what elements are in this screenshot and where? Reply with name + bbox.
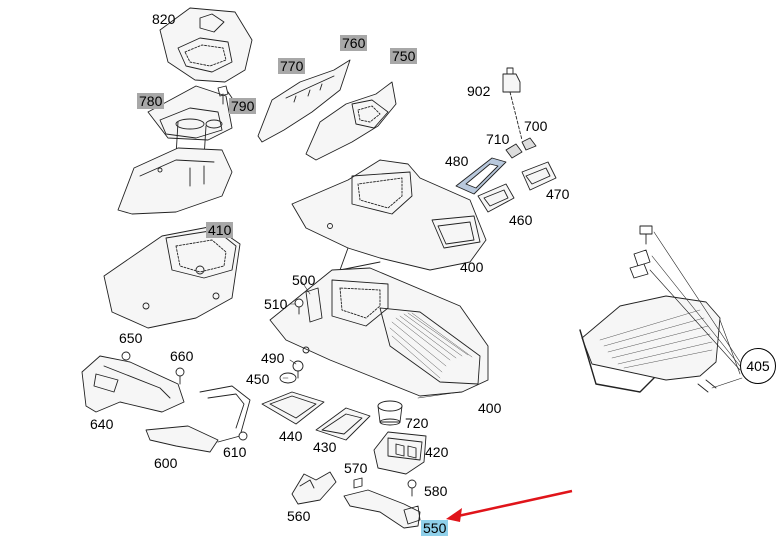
part-820-shape (159, 7, 253, 83)
part-470-shape (521, 161, 557, 191)
part-500-shape (305, 287, 323, 323)
part-410-shape (103, 225, 241, 329)
part-650-shape (121, 351, 131, 361)
part-430-shape (315, 407, 371, 441)
part-710-shape (505, 143, 523, 159)
label-580[interactable]: 580 (424, 483, 448, 499)
label-650[interactable]: 650 (119, 330, 143, 346)
label-700[interactable]: 700 (524, 118, 548, 134)
part-420-shape (373, 431, 427, 475)
part-600-shape (145, 385, 251, 453)
pointer-arrow (446, 489, 573, 522)
label-560[interactable]: 560 (287, 508, 311, 524)
label-640[interactable]: 640 (90, 416, 114, 432)
part-902-shape (502, 67, 523, 141)
label-610[interactable]: 610 (223, 444, 247, 460)
label-780[interactable]: 780 (137, 93, 165, 109)
part-700-shape (521, 137, 537, 151)
label-600[interactable]: 600 (154, 455, 178, 471)
label-770[interactable]: 770 (278, 58, 306, 74)
leader-lines (282, 281, 461, 399)
part-460-shape (477, 183, 515, 213)
part-760-shape (257, 59, 351, 143)
label-550[interactable]: 550 (421, 520, 449, 536)
label-750[interactable]: 750 (390, 48, 418, 64)
part-550-shape (343, 489, 421, 529)
part-560-shape (291, 471, 337, 505)
part-440-shape (261, 391, 325, 425)
label-660[interactable]: 660 (170, 348, 194, 364)
part-405-shape (579, 225, 743, 393)
label-450[interactable]: 450 (246, 371, 270, 387)
label-480[interactable]: 480 (445, 153, 469, 169)
label-405[interactable]: 405 (740, 348, 776, 384)
part-640-shape (81, 355, 185, 413)
part-780-lower-shape (117, 147, 233, 215)
part-400-main-shape (269, 267, 489, 397)
label-510[interactable]: 510 (264, 296, 288, 312)
label-470[interactable]: 470 (546, 186, 570, 202)
label-490[interactable]: 490 (261, 350, 285, 366)
part-720-shape (377, 400, 403, 426)
part-780-shape (147, 85, 237, 159)
label-790[interactable]: 790 (229, 98, 257, 114)
part-510-shape (294, 298, 304, 315)
part-570-shape (353, 477, 363, 489)
part-480-shape (455, 157, 507, 195)
part-580-shape (407, 479, 417, 497)
label-400-rear[interactable]: 400 (460, 259, 484, 275)
label-400-main[interactable]: 400 (478, 400, 502, 416)
label-710[interactable]: 710 (486, 131, 510, 147)
label-720[interactable]: 720 (405, 415, 429, 431)
label-570[interactable]: 570 (344, 460, 368, 476)
part-400-rear-shape (291, 159, 487, 271)
label-820[interactable]: 820 (152, 11, 176, 27)
label-902[interactable]: 902 (467, 83, 491, 99)
label-500[interactable]: 500 (292, 272, 316, 288)
label-760[interactable]: 760 (340, 35, 368, 51)
part-750-shape (305, 81, 397, 161)
part-660-shape (175, 367, 185, 385)
part-610-shape (238, 431, 248, 441)
label-440[interactable]: 440 (279, 428, 303, 444)
label-420[interactable]: 420 (425, 444, 449, 460)
label-410[interactable]: 410 (206, 222, 234, 238)
label-460[interactable]: 460 (509, 212, 533, 228)
label-430[interactable]: 430 (313, 439, 337, 455)
